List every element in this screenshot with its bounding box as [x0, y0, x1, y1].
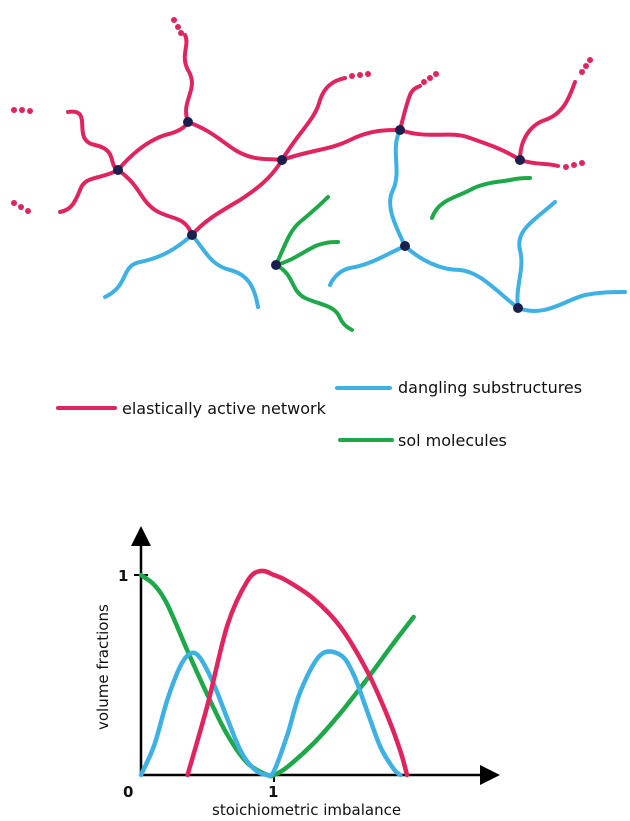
dangling-strand	[190, 233, 260, 309]
network-open-ends	[11, 17, 593, 214]
network-strand	[190, 158, 284, 237]
y-tick-label-1: 1	[118, 567, 128, 585]
open-end-dot	[171, 17, 177, 23]
x-tick-label-1: 1	[268, 783, 278, 801]
dangling-strand	[403, 244, 520, 310]
legend-label-dangling: dangling substructures	[398, 378, 582, 397]
network-strand	[280, 76, 347, 162]
y-axis-label: volume fractions	[94, 604, 112, 730]
network-strand	[518, 158, 560, 168]
network-strand	[518, 80, 577, 162]
series-line-sol	[138, 572, 416, 779]
series-line-network	[185, 568, 410, 778]
open-end-dot	[579, 160, 585, 166]
open-end-dot	[433, 71, 439, 77]
crosslink-node	[277, 155, 287, 165]
crosslink-node	[183, 117, 193, 127]
open-end-dot	[365, 71, 371, 77]
crosslink-node	[187, 230, 197, 240]
open-end-dot	[25, 208, 31, 214]
sol-strands	[274, 176, 532, 332]
network-strand	[398, 128, 522, 162]
network-strand	[66, 109, 120, 172]
open-end-dot	[571, 162, 577, 168]
crosslink-node	[113, 165, 123, 175]
dangling-strand	[515, 200, 557, 310]
open-end-dot	[11, 107, 17, 113]
dangling-strand	[516, 290, 627, 313]
x-axis-label: stoichiometric imbalance	[212, 801, 401, 819]
dangling-strand	[103, 233, 194, 299]
network-diagram	[11, 17, 627, 332]
dangling-strands	[103, 128, 627, 313]
network-strand	[186, 120, 284, 162]
network-strand	[116, 168, 194, 237]
open-end-dot	[421, 79, 427, 85]
crosslink-node	[513, 303, 523, 313]
sol-strand	[274, 195, 330, 267]
sol-strand	[274, 263, 354, 332]
open-end-dot	[357, 72, 363, 78]
open-end-dot	[583, 63, 589, 69]
x-tick-label-0: 0	[123, 783, 133, 801]
crosslink-node	[400, 241, 410, 251]
sol-strand	[430, 176, 532, 220]
open-end-dot	[27, 108, 33, 114]
open-end-dot	[178, 30, 184, 36]
legend: elastically active network dangling subs…	[56, 378, 582, 450]
sol-strand	[274, 240, 340, 267]
legend-label-sol: sol molecules	[398, 431, 507, 450]
network-strand	[58, 168, 120, 214]
legend-label-network: elastically active network	[122, 399, 327, 418]
network-strand	[116, 120, 190, 172]
network-strands	[58, 33, 577, 237]
open-end-dot	[427, 75, 433, 81]
crosslink-node	[515, 155, 525, 165]
open-end-dot	[175, 24, 181, 30]
open-end-dot	[11, 200, 17, 206]
network-strand	[398, 84, 422, 132]
crosslink-node	[271, 260, 281, 270]
series-layer	[138, 568, 416, 779]
chart: 1 0 1 stoichiometric imbalance volume fr…	[94, 526, 500, 819]
network-strand	[280, 128, 402, 162]
open-end-dot	[587, 57, 593, 63]
network-strand	[182, 33, 194, 124]
open-end-dot	[19, 107, 25, 113]
dangling-strand	[328, 244, 407, 287]
open-end-dot	[18, 204, 24, 210]
open-end-dot	[579, 69, 585, 75]
crosslink-node	[395, 125, 405, 135]
open-end-dot	[563, 164, 569, 170]
series-line-dangling	[138, 649, 403, 778]
dangling-strand	[388, 128, 407, 248]
crosslink-nodes	[113, 117, 525, 313]
open-end-dot	[349, 73, 355, 79]
